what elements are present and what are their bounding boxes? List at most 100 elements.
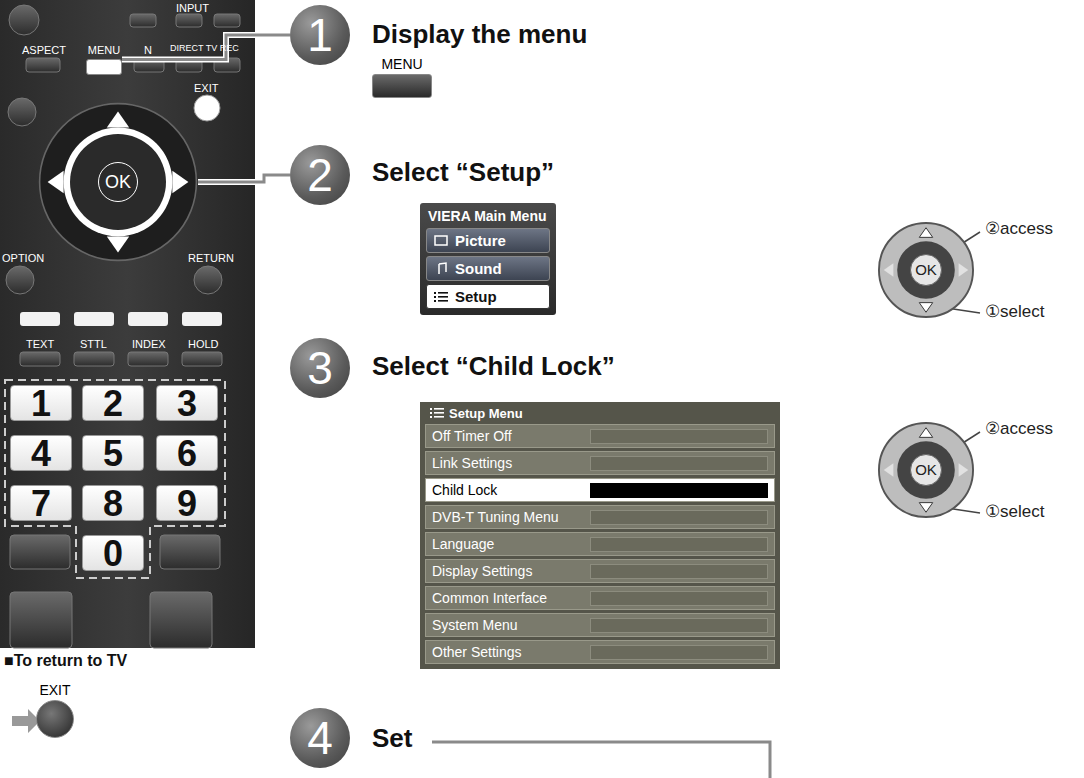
- button-label: EXIT: [194, 82, 218, 94]
- step-digit: 3: [307, 342, 333, 394]
- number-key: 8: [82, 485, 144, 521]
- remote-button: [10, 592, 72, 648]
- key-digit: 5: [103, 433, 123, 474]
- menu-row: Language: [425, 532, 775, 556]
- step-digit: 2: [307, 149, 333, 201]
- button-label: TEXT: [26, 338, 54, 350]
- button-label: OPTION: [2, 252, 44, 264]
- dpad-ring: [40, 104, 197, 261]
- connector-line: [122, 35, 290, 60]
- menu-row-text: DVB-T Tuning Menu: [432, 509, 559, 525]
- callout-label: ①select: [985, 303, 1044, 322]
- value-bar: [590, 510, 768, 525]
- dpad-arrow: [172, 171, 188, 193]
- remote-body: [0, 0, 255, 648]
- menu-row: DVB-T Tuning Menu: [425, 505, 775, 529]
- menu-row: Other Settings: [425, 640, 775, 664]
- dpad-inner: [897, 441, 955, 499]
- menu-item-text: Setup: [455, 288, 497, 305]
- return-button: [194, 266, 222, 294]
- dpad-arrow: [884, 463, 894, 476]
- menu-button: MENU: [372, 56, 432, 98]
- menu-row-text: Display Settings: [432, 563, 532, 579]
- menu-row-text: System Menu: [432, 617, 518, 633]
- callout-label: ①select: [985, 503, 1044, 522]
- setup-menu-panel: Setup MenuOff Timer OffLink SettingsChil…: [420, 402, 780, 669]
- remote-button: [128, 352, 168, 366]
- menu-row-text: Off Timer Off: [432, 428, 512, 444]
- step-heading: Select “Child Lock”: [372, 352, 615, 381]
- picture-icon: [435, 236, 447, 245]
- ok-button: OK: [98, 162, 138, 202]
- dpad-arrow: [107, 236, 129, 252]
- button-label: INDEX: [132, 338, 166, 350]
- remote-button: [214, 14, 240, 27]
- menu-row-text: Language: [432, 536, 494, 552]
- dpad-arrow: [919, 428, 932, 438]
- step-heading: Set: [372, 724, 412, 753]
- step-heading: Display the menu: [372, 20, 587, 49]
- color-button: [20, 312, 60, 326]
- option-button: [6, 266, 34, 294]
- menu-icon: [433, 262, 449, 276]
- button-label: DIRECT TV REC: [170, 44, 239, 54]
- value-bar: [590, 429, 768, 444]
- menu-row: Common Interface: [425, 586, 775, 610]
- list-icon: [434, 416, 444, 418]
- dpad-arrow: [107, 112, 129, 128]
- button-label: MENU: [372, 56, 432, 72]
- step-number: 3: [290, 338, 350, 398]
- number-key: 6: [156, 435, 218, 471]
- remote-button: [10, 535, 70, 569]
- key-digit: 2: [103, 383, 123, 424]
- number-key: 2: [82, 385, 144, 421]
- power-button: [9, 5, 39, 35]
- ok-button: OK: [910, 454, 942, 486]
- main-menu-panel: VIERA Main MenuPictureSoundSetup: [420, 203, 556, 315]
- number-key: 5: [82, 435, 144, 471]
- remote-button: [150, 592, 212, 648]
- step-digit: 1: [307, 9, 333, 61]
- set-line: [432, 742, 770, 778]
- menu-title: Setup Menu: [429, 406, 775, 421]
- button-shape: [86, 59, 122, 75]
- menu-row-text: Common Interface: [432, 590, 547, 606]
- list-icon: [434, 300, 436, 302]
- remote-button: [74, 352, 114, 366]
- step-heading: ■To return to TV: [4, 652, 127, 670]
- remote-button: [8, 98, 36, 126]
- dpad-arrow: [919, 303, 932, 313]
- menu-item-text: Picture: [455, 232, 506, 249]
- step-heading: Select “Setup”: [372, 158, 554, 187]
- menu-row: Link Settings: [425, 451, 775, 475]
- menu-row: Child Lock: [425, 478, 775, 502]
- remote-button: [160, 535, 220, 569]
- menu-button: MENU: [86, 44, 122, 75]
- list-icon: [434, 412, 444, 414]
- key-digit: 1: [31, 383, 51, 424]
- list-icon: [430, 408, 432, 410]
- step-number: 2: [290, 145, 350, 205]
- set-line-outline: [432, 742, 770, 778]
- menu-row-text: Child Lock: [432, 482, 497, 498]
- color-button: [182, 312, 222, 326]
- exit-button: EXIT: [36, 682, 74, 738]
- value-bar: [590, 483, 768, 498]
- dpad-ring: [879, 223, 973, 317]
- menu-row-text: Other Settings: [432, 644, 522, 660]
- step-number: 1: [290, 5, 350, 65]
- number-key: 1: [10, 385, 72, 421]
- list-icon: [434, 296, 436, 298]
- menu-row: Display Settings: [425, 559, 775, 583]
- sound-icon: [439, 263, 446, 274]
- button-label: ASPECT: [22, 44, 66, 56]
- dpad: OK: [878, 422, 974, 518]
- key-digit: 0: [103, 533, 123, 574]
- leader-connector: [122, 35, 290, 60]
- button-label: INPUT: [176, 2, 209, 14]
- button-shape: [36, 700, 74, 738]
- value-bar: [590, 456, 768, 471]
- dpad: OK: [38, 102, 198, 262]
- menu-icon: [433, 290, 449, 304]
